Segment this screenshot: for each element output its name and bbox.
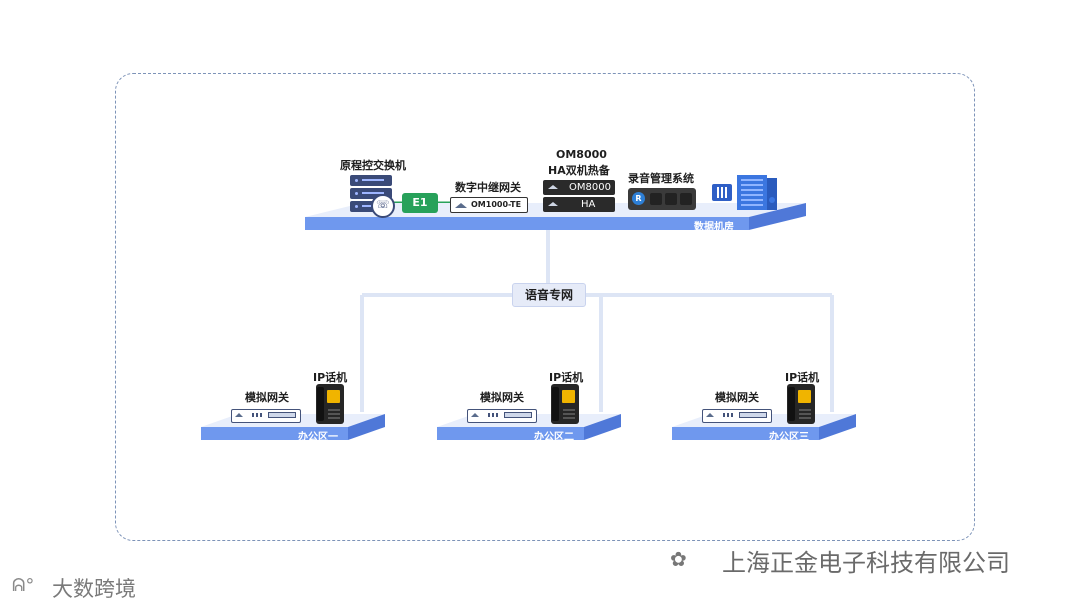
voice-network-label: 语音专网 — [512, 283, 586, 307]
phone-handset-icon: ☏ — [371, 194, 395, 218]
office2-gateway-label: 模拟网关 — [480, 391, 524, 404]
ha-label-line1: OM8000 — [556, 148, 607, 161]
office3-platform-label: 办公区三 — [769, 432, 809, 443]
office2-phone-label: IP话机 — [549, 371, 584, 384]
network-boundary-frame — [115, 73, 975, 541]
office3-phone-label: IP话机 — [785, 371, 820, 384]
pbx-label: 原程控交换机 — [340, 159, 406, 172]
office1-ip-phone-icon — [316, 384, 344, 424]
watermark-company: 上海正金电子科技有限公司 — [722, 549, 1010, 577]
office-building-icon — [712, 184, 732, 201]
office2-analog-gateway — [467, 409, 537, 423]
office1-gateway-label: 模拟网关 — [245, 391, 289, 404]
recording-server-device: R — [628, 188, 696, 210]
office1-analog-gateway — [231, 409, 301, 423]
office3-analog-gateway — [702, 409, 772, 423]
ha-device: HA — [543, 197, 615, 212]
recording-system-label: 录音管理系统 — [628, 172, 694, 185]
trunk-gateway-device: OM1000-TE — [450, 197, 528, 213]
pbx-server-icon: ☏ — [350, 175, 395, 218]
datacenter-platform-label: 数据机房 — [694, 222, 734, 233]
office3-ip-phone-icon — [787, 384, 815, 424]
tree-icon — [769, 197, 775, 203]
datacenter-building-icon — [737, 175, 777, 210]
watermark-source: 大数跨境 — [52, 577, 136, 601]
office3-gateway-label: 模拟网关 — [715, 391, 759, 404]
om8000-device: OM8000 — [543, 180, 615, 195]
office2-platform-label: 办公区二 — [534, 432, 574, 443]
e1-link-badge: E1 — [402, 193, 438, 213]
wechat-icon: ✿ — [670, 547, 687, 571]
office1-platform-label: 办公区一 — [298, 432, 338, 443]
source-logo-icon: ᕱ° — [12, 575, 35, 596]
recording-logo-icon: R — [632, 192, 645, 205]
trunk-gateway-label: 数字中继网关 — [455, 181, 521, 194]
office1-phone-label: IP话机 — [313, 371, 348, 384]
office2-ip-phone-icon — [551, 384, 579, 424]
ha-label-line2: HA双机热备 — [548, 164, 610, 177]
